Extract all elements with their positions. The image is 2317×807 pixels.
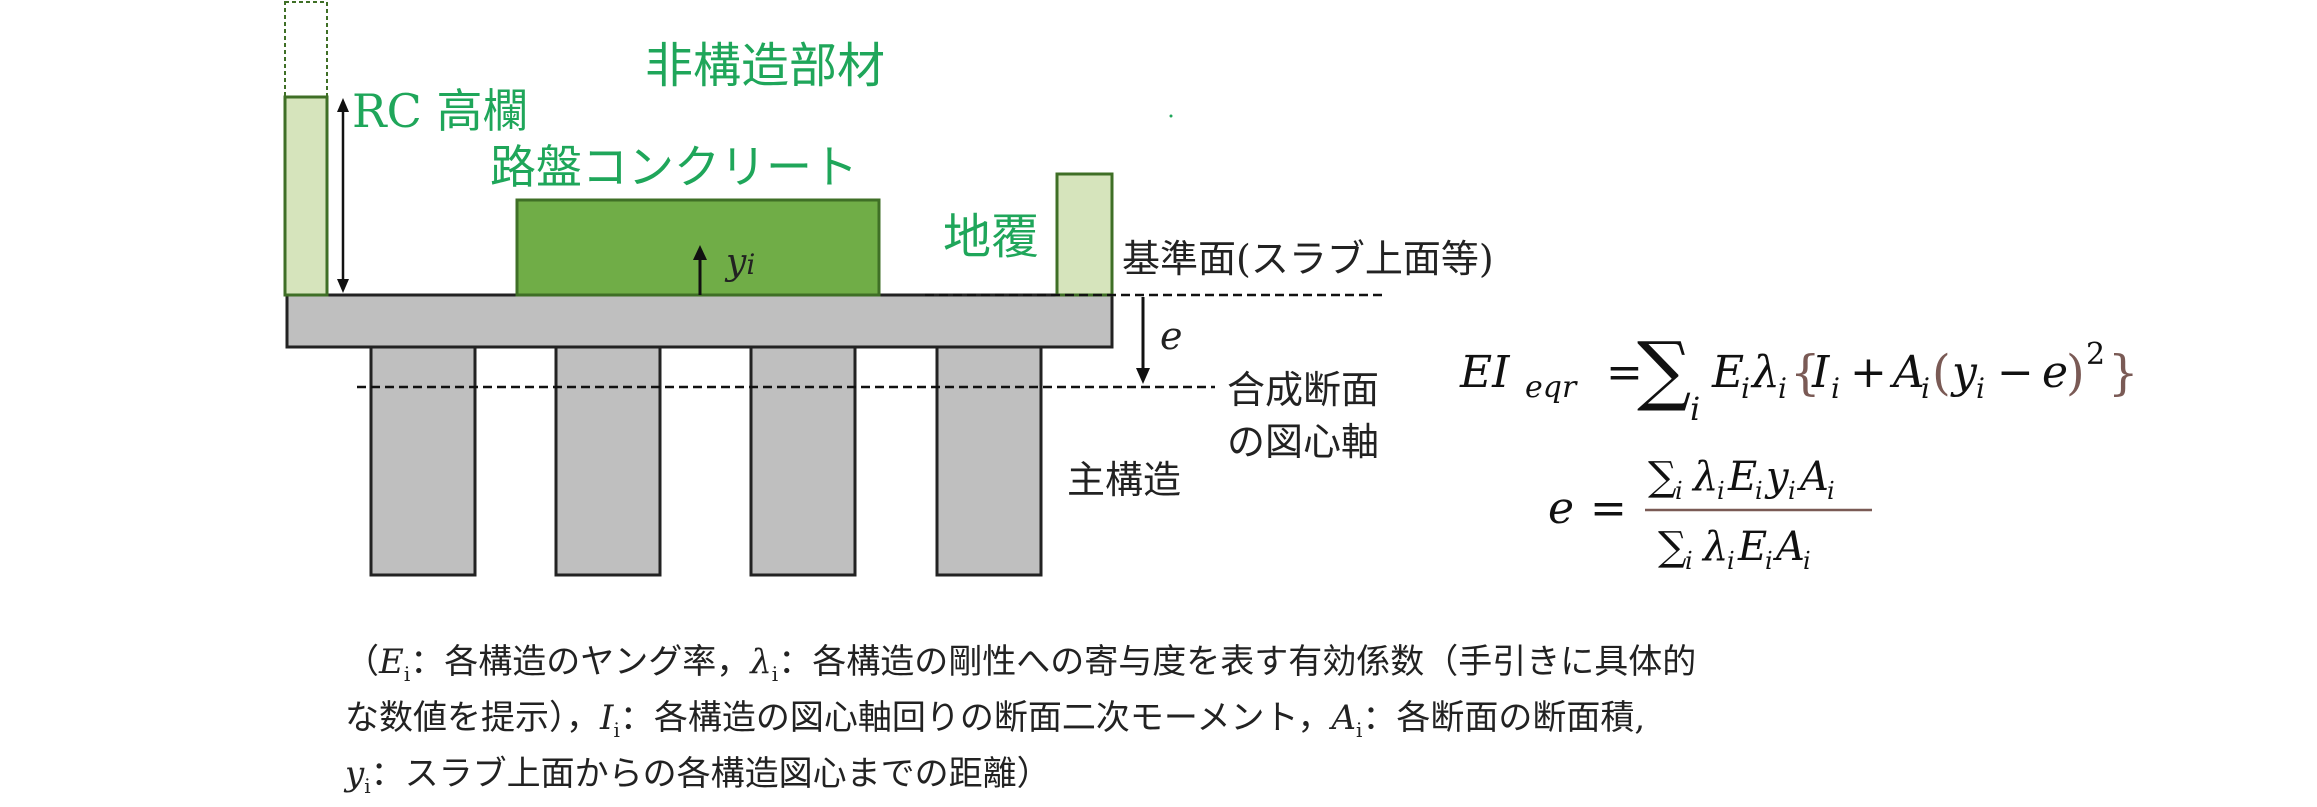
- ground-cover-block: [1055, 172, 1114, 297]
- e-label: e: [1160, 314, 1183, 358]
- stray-dot: [1169, 114, 1173, 118]
- svg-text:∑: ∑: [1637, 325, 1691, 414]
- caption: （Ei：各構造のヤング率，λi：各構造の剛性への寄与度を表す有効係数（手引きに具…: [345, 640, 2065, 807]
- svg-text:i: i: [1788, 477, 1796, 505]
- parapet-extension: [284, 1, 328, 99]
- girder-3: [749, 345, 857, 577]
- parapet-arrow-head-top: [337, 98, 349, 112]
- svg-text:E: E: [1727, 454, 1757, 500]
- girder-2: [554, 345, 662, 577]
- svg-text:i: i: [1675, 477, 1683, 505]
- ground-cover-label: 地覆: [943, 209, 1039, 265]
- svg-text:E: E: [1737, 524, 1767, 570]
- svg-text:i: i: [1741, 372, 1750, 405]
- svg-text:}: }: [2108, 345, 2139, 401]
- svg-text:i: i: [1921, 372, 1930, 405]
- svg-text:i: i: [1803, 547, 1811, 575]
- caption-line-2: な数値を提示），Ii：各構造の図心軸回りの断面二次モーメント，Ai：各断面の断面…: [345, 697, 1646, 742]
- girder-4: [935, 345, 1043, 577]
- svg-text:E: E: [1711, 347, 1744, 398]
- svg-text:i: i: [1685, 547, 1693, 575]
- svg-text:i: i: [1827, 477, 1835, 505]
- formula-e: e = ∑ i λ i E i y i A i ∑ i λ i E i A i: [1548, 454, 1872, 575]
- svg-text:e: e: [2042, 347, 2068, 398]
- girder-1: [369, 345, 477, 577]
- svg-text:2: 2: [2086, 337, 2105, 372]
- svg-text:i: i: [1755, 477, 1763, 505]
- svg-text:λ: λ: [1750, 347, 1780, 398]
- svg-text:−: −: [1997, 347, 2034, 398]
- composite-axis-label-2: の図心軸: [1227, 420, 1379, 464]
- svg-text:y: y: [1764, 454, 1790, 500]
- reference-plane-label: 基準面(スラブ上面等): [1122, 237, 1494, 281]
- svg-text:∑: ∑: [1648, 454, 1677, 500]
- main-structure-label: 主構造: [1067, 458, 1181, 502]
- svg-text:I: I: [1811, 347, 1831, 398]
- e-arrow-head: [1136, 368, 1150, 384]
- parapet-left: [283, 95, 329, 297]
- svg-text:A: A: [1889, 347, 1925, 398]
- roadbed-label: 路盤コンクリート: [490, 140, 858, 194]
- svg-text:eqr: eqr: [1525, 370, 1578, 405]
- svg-text:(: (: [1932, 345, 1951, 401]
- svg-text:λ: λ: [1691, 454, 1718, 500]
- svg-text:λ: λ: [1701, 524, 1728, 570]
- svg-text:e: e: [1548, 483, 1574, 534]
- parapet-arrow-head-bottom: [337, 279, 349, 293]
- svg-text:i: i: [1765, 547, 1773, 575]
- roadbed-block: [515, 198, 881, 297]
- caption-line-1: （Ei：各構造のヤング率，λi：各構造の剛性への寄与度を表す有効係数（手引きに具…: [345, 642, 1697, 686]
- deck-slab: [285, 293, 1114, 349]
- svg-text:EI: EI: [1459, 347, 1511, 398]
- caption-line-3: yi：スラブ上面からの各構造図心までの距離）: [345, 753, 1051, 798]
- yi-arrow-head: [693, 245, 707, 260]
- svg-text:=: =: [1590, 483, 1627, 534]
- svg-text:=: =: [1606, 347, 1643, 398]
- svg-text:y: y: [1950, 347, 1978, 398]
- svg-text:A: A: [1796, 454, 1829, 500]
- svg-text:i: i: [1690, 390, 1700, 428]
- svg-text:+: +: [1850, 347, 1887, 398]
- svg-text:i: i: [1717, 477, 1725, 505]
- parapet-label: RC 高欄: [352, 84, 528, 138]
- svg-text:i: i: [1727, 547, 1735, 575]
- svg-text:A: A: [1772, 524, 1805, 570]
- yi-label: yi: [724, 242, 755, 283]
- svg-text:{: {: [1790, 345, 1821, 401]
- svg-text:i: i: [1976, 372, 1985, 405]
- composite-axis-label-1: 合成断面: [1227, 368, 1379, 412]
- svg-text:): ): [2066, 345, 2085, 401]
- nonstructural-title: 非構造部材: [645, 38, 885, 94]
- svg-text:i: i: [1831, 372, 1840, 405]
- svg-text:∑: ∑: [1658, 524, 1687, 570]
- svg-text:i: i: [1778, 372, 1787, 405]
- formula-ei-eqr: EI eqr = ∑ i E i λ i { I i + A i ( y i −…: [1459, 325, 2139, 428]
